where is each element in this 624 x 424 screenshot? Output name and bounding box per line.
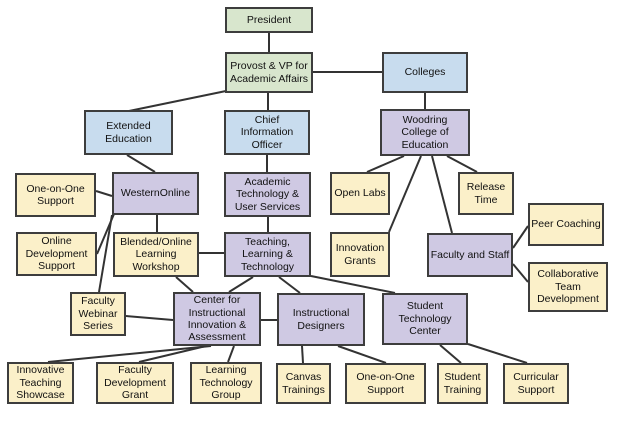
node-cio: Chief Information Officer	[224, 110, 310, 155]
node-student-training: Student Training	[437, 363, 488, 404]
edge-ciia--innovative-teaching	[47, 345, 212, 363]
edge-extended-education--westernonline	[126, 154, 156, 173]
edge-woodring--faculty-staff	[431, 155, 453, 234]
edge-inst-designers--canvas-trainings	[301, 345, 304, 364]
node-atus: Academic Technology & User Services	[224, 172, 311, 217]
node-innovative-teaching: Innovative Teaching Showcase	[7, 362, 74, 404]
edge-tlt--inst-designers	[278, 276, 301, 294]
node-release-time: Release Time	[458, 172, 514, 215]
node-ciia: Center for Instructional Innovation & As…	[173, 292, 261, 346]
node-stc: Student Technology Center	[382, 293, 468, 345]
edge-tlt--ciia	[228, 276, 254, 293]
edge-westernonline--faculty-webinar	[98, 214, 113, 293]
node-faculty-staff: Faculty and Staff	[427, 233, 513, 277]
node-westernonline: WesternOnline	[112, 172, 199, 215]
node-colleges: Colleges	[382, 52, 468, 93]
node-learning-tech-group: Learning Technology Group	[190, 362, 262, 404]
edge-stc--student-training	[439, 344, 462, 364]
node-curricular-support: Curricular Support	[503, 363, 569, 404]
node-blended-online: Blended/Online Learning Workshop	[113, 232, 199, 277]
node-tlt: Teaching, Learning & Technology	[224, 232, 311, 277]
node-provost: Provost & VP for Academic Affairs	[225, 52, 313, 93]
node-extended-education: Extended Education	[84, 110, 173, 155]
node-faculty-webinar: Faculty Webinar Series	[70, 292, 126, 336]
node-inst-designers: Instructional Designers	[277, 293, 365, 346]
node-collab-team-dev: Collaborative Team Development	[528, 262, 608, 312]
node-innovation-grants: Innovation Grants	[330, 232, 390, 277]
edge-faculty-staff--peer-coaching	[512, 225, 529, 249]
edge-woodring--innovation-grants	[388, 155, 422, 233]
node-canvas-trainings: Canvas Trainings	[276, 363, 331, 404]
edge-tlt--stc	[310, 275, 396, 294]
edge-woodring--open-labs	[366, 155, 405, 173]
node-president: President	[225, 7, 313, 33]
edge-blended-online--ciia	[175, 276, 194, 293]
edge-provost--extended-education	[128, 90, 227, 112]
edge-ciia--faculty-dev-grant	[138, 345, 207, 363]
node-one-on-one-bottom: One-on-One Support	[345, 363, 426, 404]
node-one-on-one-top: One-on-One Support	[15, 173, 96, 217]
edge-faculty-webinar--ciia	[125, 315, 174, 321]
edge-woodring--release-time	[446, 155, 478, 173]
node-peer-coaching: Peer Coaching	[528, 203, 604, 246]
edge-one-on-one-top--westernonline	[95, 190, 113, 197]
edge-faculty-staff--collab-team-dev	[512, 263, 529, 283]
node-woodring: Woodring College of Education	[380, 109, 470, 156]
edge-stc--curricular-support	[467, 343, 528, 364]
node-open-labs: Open Labs	[330, 172, 390, 215]
edge-inst-designers--one-on-one-bottom	[337, 345, 387, 364]
node-faculty-dev-grant: Faculty Development Grant	[96, 362, 174, 404]
node-online-dev-support: Online Development Support	[16, 232, 97, 276]
edge-ciia--learning-tech-group	[227, 345, 235, 363]
